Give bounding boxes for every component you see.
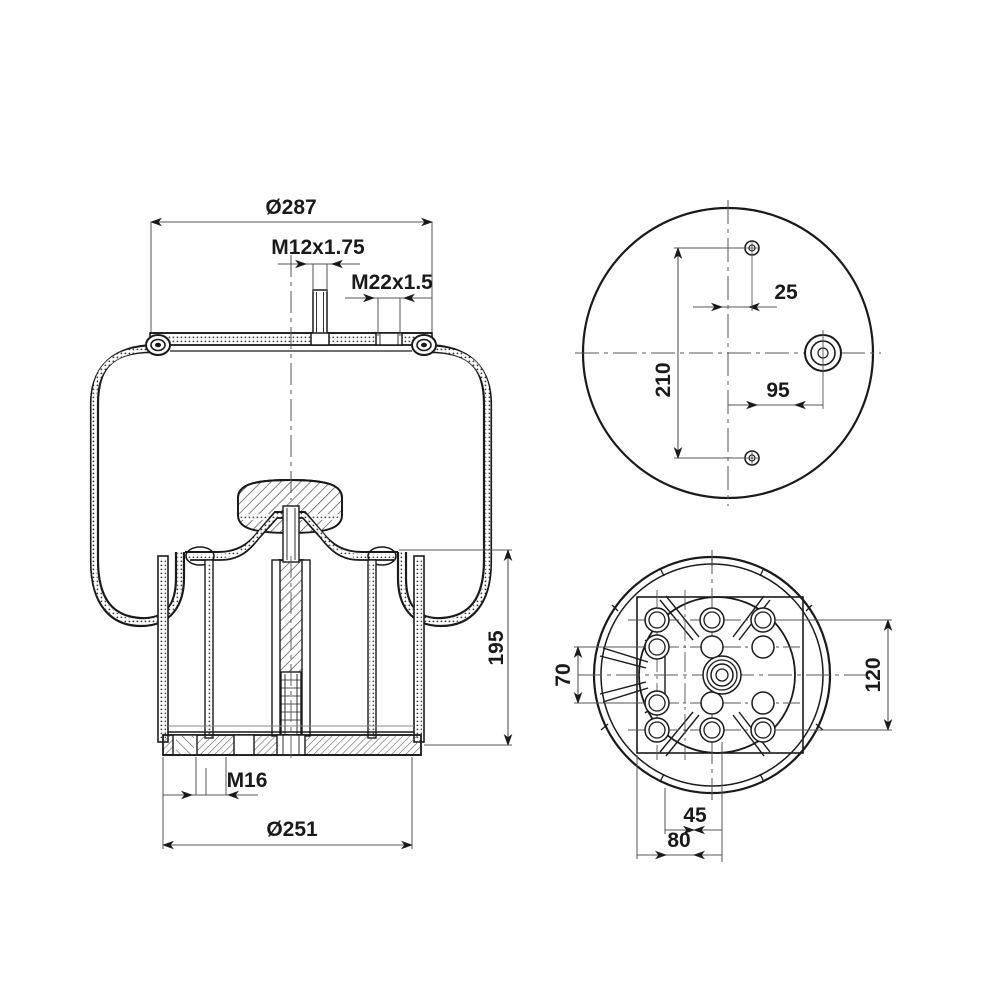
ext-lines-d287 xyxy=(150,222,433,345)
dimension-m16: M16 xyxy=(163,757,268,800)
dimension-80: 80 xyxy=(636,755,722,860)
dimension-d251: Ø251 xyxy=(161,757,414,850)
port-m22 xyxy=(375,332,403,346)
dimension-label-d251: Ø251 xyxy=(266,818,318,841)
dimension-m22: M22x1.5 xyxy=(345,271,433,336)
dimension-label-45: 45 xyxy=(683,804,707,827)
dimension-label-195: 195 xyxy=(485,630,508,665)
piston-base-plate xyxy=(162,734,422,756)
dimension-95: 95 xyxy=(728,371,824,410)
base-center-hub xyxy=(702,655,742,695)
view-piston-base-plan: 70 120 45 80 xyxy=(552,550,893,862)
crimp-bead-right xyxy=(411,334,437,356)
dimension-45: 45 xyxy=(664,742,723,862)
dimension-label-210: 210 xyxy=(652,362,675,397)
dimension-120: 120 xyxy=(775,618,893,732)
dimension-210: 210 xyxy=(652,246,746,460)
dimension-label-95: 95 xyxy=(766,379,790,402)
view-top-plate-plan: 25 210 95 xyxy=(575,200,881,506)
dimension-label-d287: Ø287 xyxy=(265,196,316,219)
dimension-label-25: 25 xyxy=(774,281,798,304)
air-port-boss xyxy=(804,330,842,376)
base-bolt-holes xyxy=(644,607,776,743)
dimension-label-80: 80 xyxy=(667,829,690,852)
dimension-label-m22: M22x1.5 xyxy=(351,271,433,294)
dimension-label-120: 120 xyxy=(862,657,885,692)
dimension-d287: Ø287 xyxy=(149,196,434,227)
view-front-section: Ø287 M12x1.75 M22x1.5 195 xyxy=(89,196,513,850)
dimension-m12: M12x1.75 xyxy=(271,236,365,292)
dimension-195: 195 xyxy=(399,548,513,747)
stud-m12 xyxy=(310,289,330,346)
dimension-70: 70 xyxy=(552,645,645,705)
dimension-label-70: 70 xyxy=(552,663,575,686)
bellows-assembly xyxy=(89,343,493,628)
crimp-bead-left xyxy=(145,334,171,356)
dimension-25: 25 xyxy=(693,255,798,312)
dimension-label-m12: M12x1.75 xyxy=(271,236,365,259)
dimension-label-m16: M16 xyxy=(227,769,268,792)
